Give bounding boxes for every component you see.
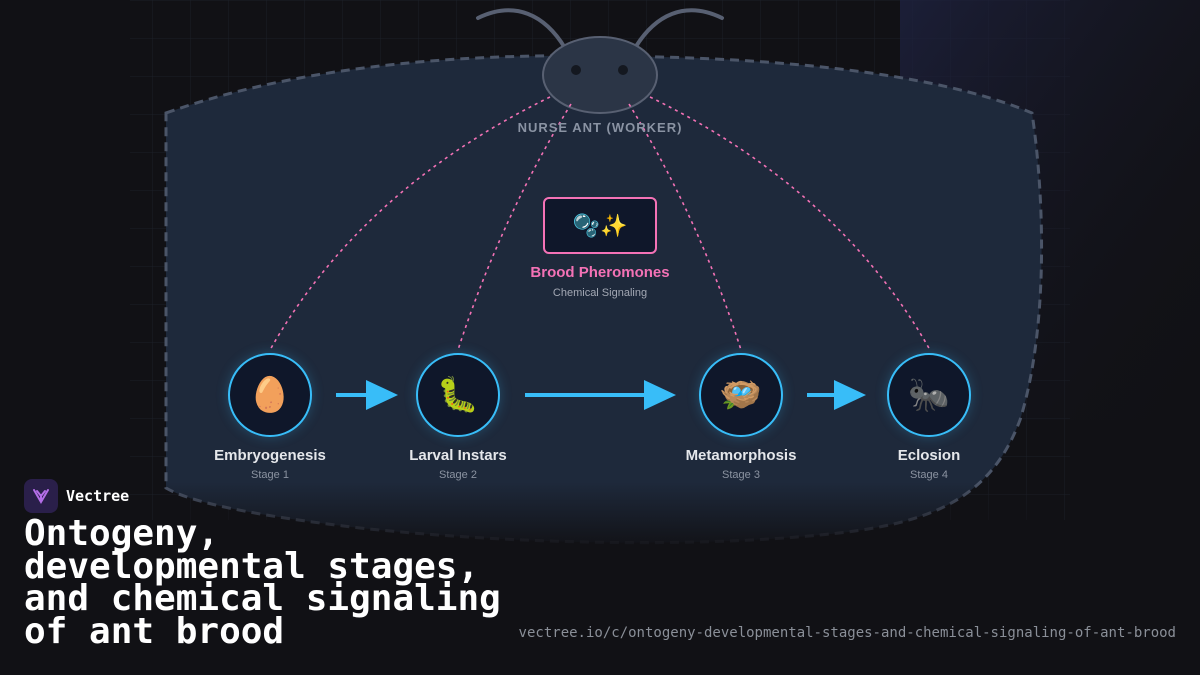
title-line: developmental stages, — [24, 545, 480, 587]
stage-2-node: 🐛 — [416, 353, 500, 437]
pheromone-link-line — [269, 96, 551, 351]
pheromone-title: Brood Pheromones — [530, 264, 670, 281]
brand: Vectree — [24, 479, 129, 513]
stage-4-node: 🐜 — [887, 353, 971, 437]
stage-3-title: Metamorphosis — [685, 447, 797, 464]
stage-3-subtitle: Stage 3 — [722, 469, 760, 481]
pheromone-link-line — [628, 103, 742, 351]
pheromone-subtitle: Chemical Signaling — [552, 287, 648, 299]
title-line: of ant brood — [24, 610, 285, 652]
stage-1-subtitle: Stage 1 — [251, 469, 289, 481]
brand-name: Vectree — [66, 487, 130, 505]
stage-4-subtitle: Stage 4 — [910, 469, 948, 481]
stage-1-title: Embryogenesis — [214, 447, 326, 464]
pheromone-link-line — [457, 103, 572, 351]
flow-arrow — [336, 380, 398, 410]
stage-2-subtitle: Stage 2 — [439, 469, 477, 481]
stage-1-node: 🥚 — [228, 353, 312, 437]
page-title: Ontogeny, developmental stages, and chem… — [24, 513, 584, 652]
ant-icon: 🐜 — [907, 376, 951, 414]
pheromone-link-line — [649, 96, 931, 351]
pheromone-icon: 🫧✨ — [572, 212, 628, 238]
vectree-logo-icon — [24, 479, 58, 513]
nurse-ant-label: NURSE ANT (WORKER) — [517, 120, 683, 135]
flow-arrow — [807, 380, 866, 410]
stage-4-title: Eclosion — [897, 447, 961, 464]
stage-flow-arrows — [336, 380, 866, 410]
nurse-ant-icon — [476, 8, 724, 114]
pheromone-box: 🫧✨ — [543, 197, 657, 254]
stage-2-title: Larval Instars — [409, 447, 507, 464]
stage-3-node: 🪺 — [699, 353, 783, 437]
title-line: Ontogeny, — [24, 513, 220, 554]
flow-arrow — [525, 380, 676, 410]
pheromone-links — [269, 96, 931, 351]
nest-icon: 🪺 — [719, 376, 763, 414]
page-url[interactable]: vectree.io/c/ontogeny-developmental-stag… — [518, 625, 1176, 641]
larva-icon: 🐛 — [436, 376, 480, 414]
title-line: and chemical signaling — [24, 578, 501, 619]
egg-icon: 🥚 — [248, 376, 292, 414]
